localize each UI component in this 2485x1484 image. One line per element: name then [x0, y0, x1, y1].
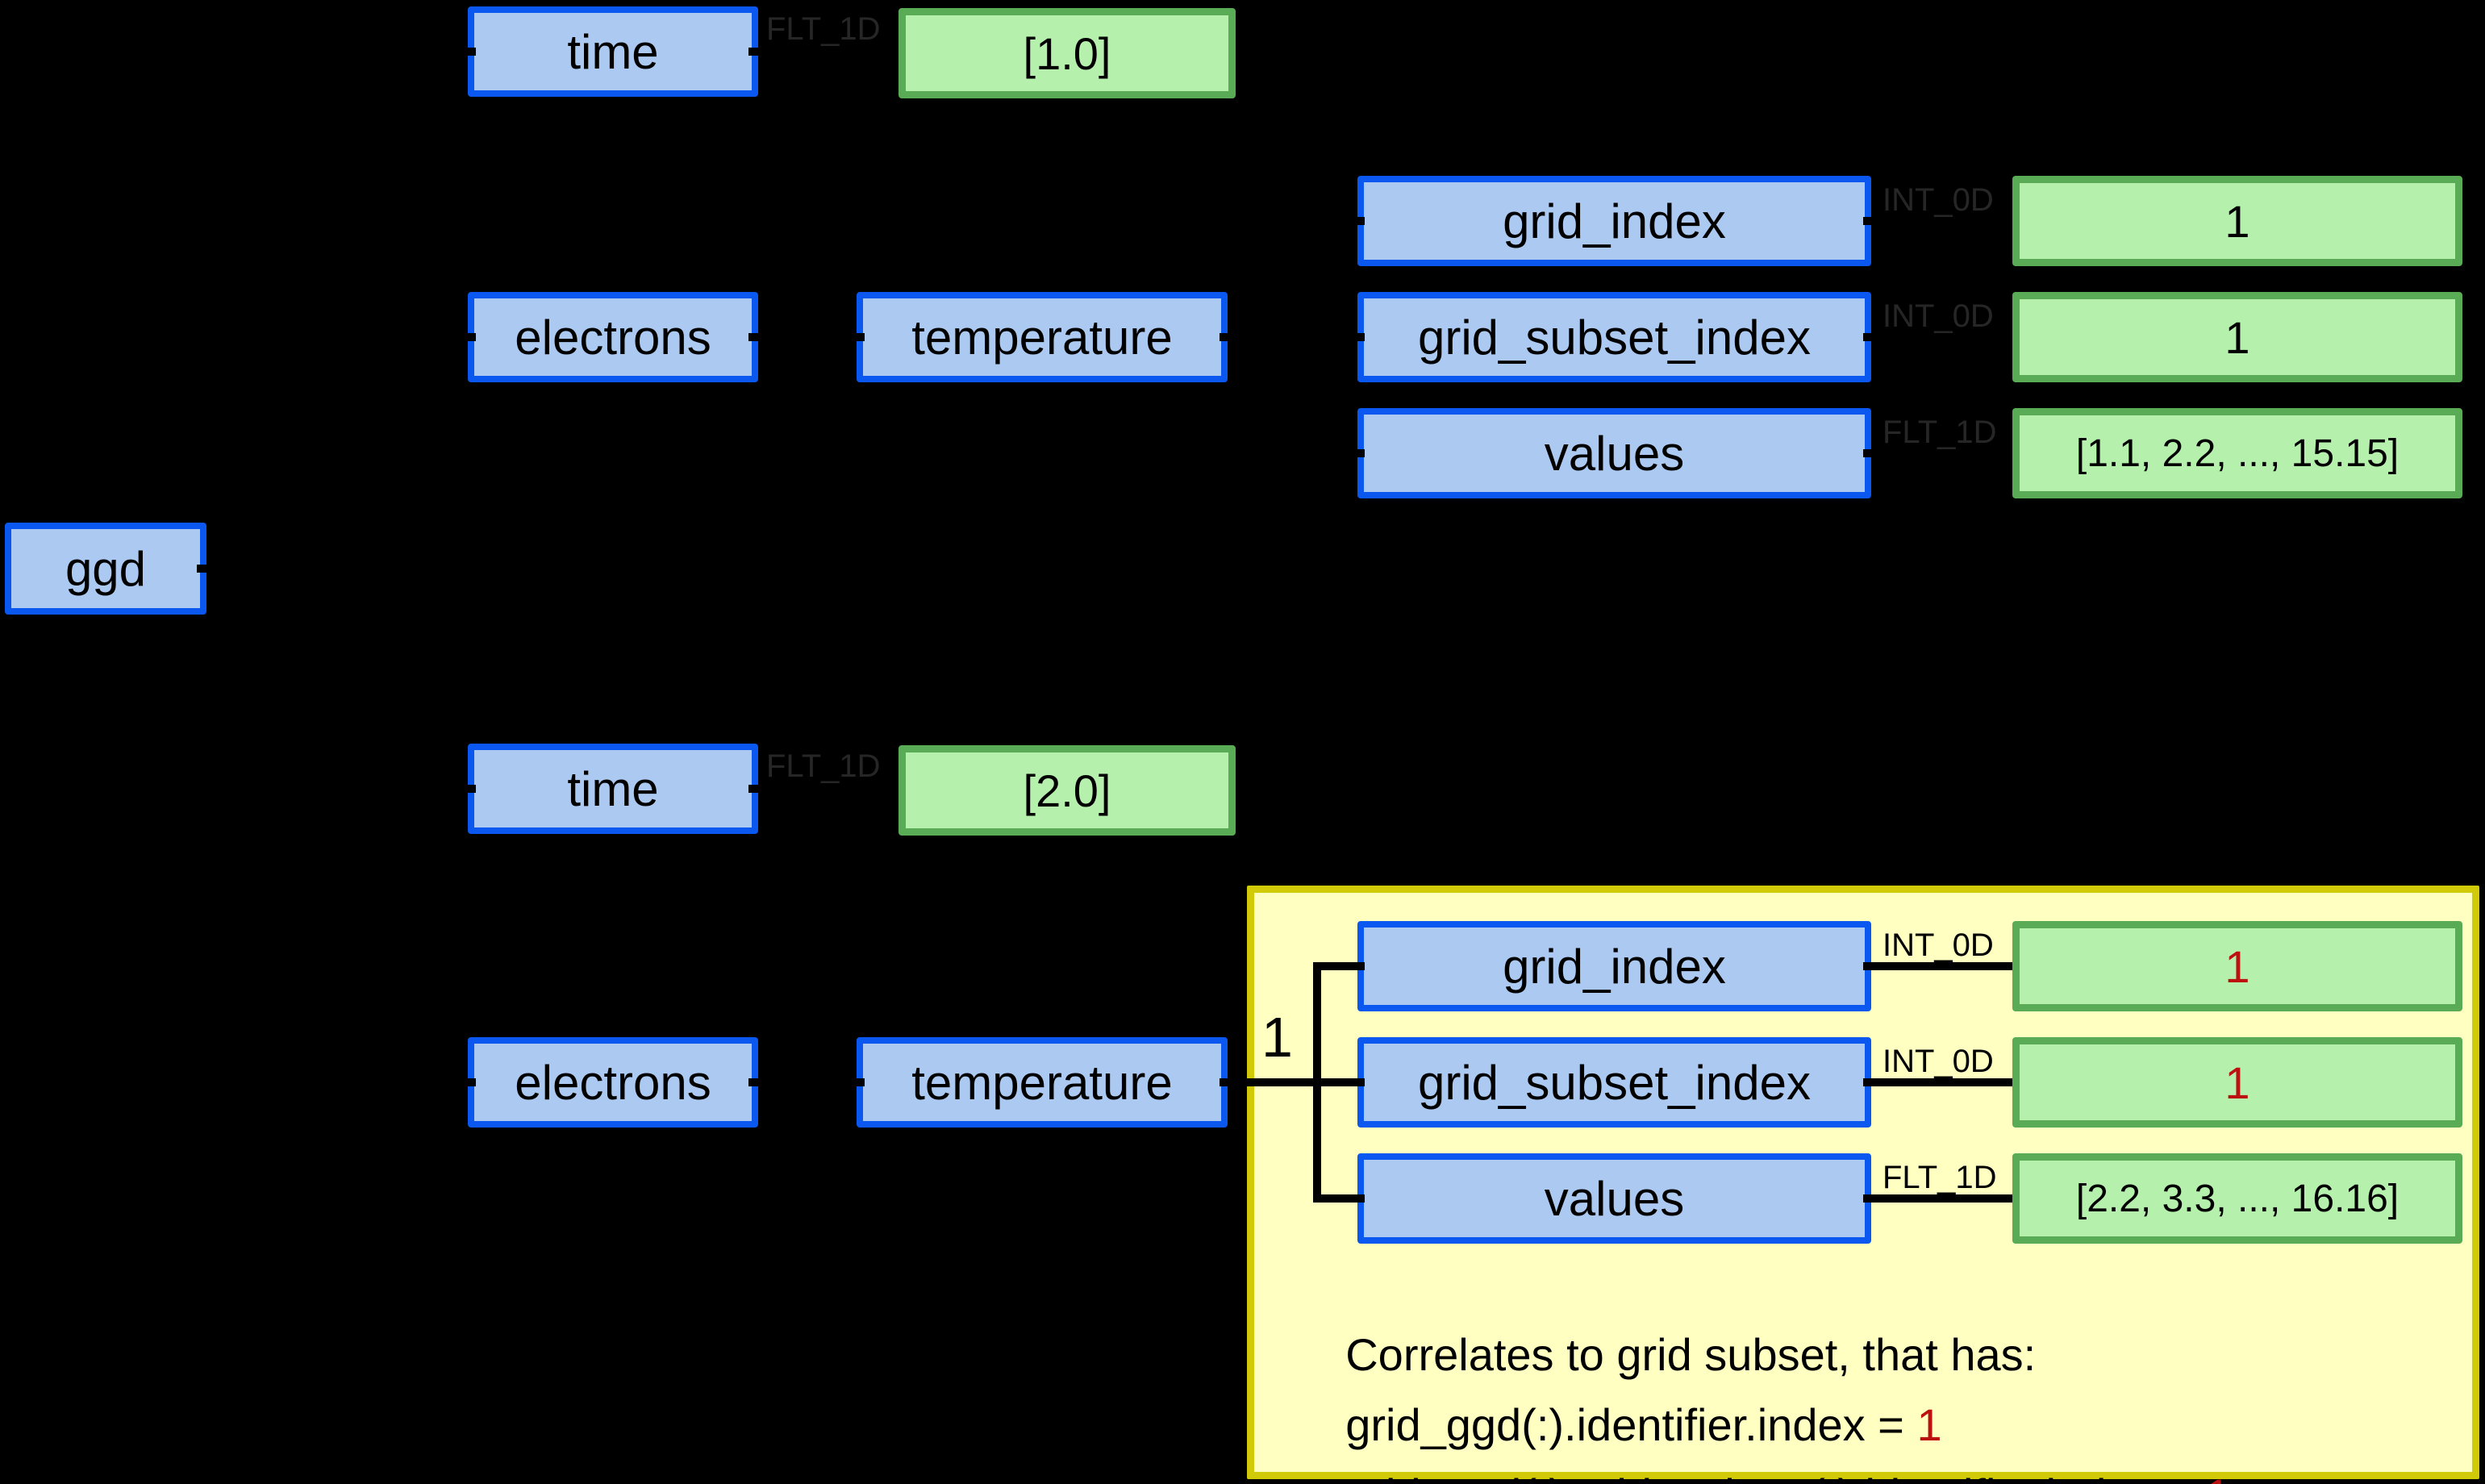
connector-g2-vert — [415, 785, 423, 1086]
note-line-2-text: grid_ggd(:).identifier.index = — [1345, 1399, 1917, 1450]
connector-g2-branch-vert — [1313, 962, 1321, 1203]
connector-g1-branch-vert — [1313, 217, 1321, 457]
note-line-3-value: 1 — [2205, 1469, 2230, 1484]
connector-g2-row1-val — [1863, 962, 2012, 970]
value-time-1: [1.0] — [899, 8, 1236, 98]
node-time-1: time — [468, 6, 758, 97]
value-time-2: [2.0] — [899, 745, 1236, 836]
connector-g2-row3-val — [1863, 1194, 2012, 1203]
node-temperature-2: temperature — [857, 1037, 1228, 1128]
node-electrons-2: electrons — [468, 1037, 758, 1128]
node-electrons-1: electrons — [468, 292, 758, 382]
connector-g1-row3-val — [1863, 449, 2012, 457]
dtype-label-time-1: FLT_1D — [766, 11, 881, 47]
dtype-label-values-2: FLT_1D — [1883, 1160, 1997, 1195]
connector-g1-branch-top — [1313, 217, 1365, 225]
note-line-3-text: grid_ggd(:).grid_subset(:).identifier.in… — [1345, 1469, 2205, 1484]
connector-g1-vert — [415, 48, 423, 341]
node-grid-subset-index-2: grid_subset_index — [1357, 1037, 1871, 1128]
dtype-label-grid-index-1: INT_0D — [1883, 182, 1994, 218]
connector-ggd-stub — [197, 565, 266, 573]
connector-g2-branch-bot — [1313, 1194, 1365, 1203]
note-line-2: grid_ggd(:).identifier.index = 1 — [1295, 1346, 1942, 1484]
connector-g2-time-val — [748, 785, 899, 793]
node-grid-index-2: grid_index — [1357, 921, 1871, 1011]
note-line-1-text: Correlates to grid subset, that has: — [1345, 1329, 2037, 1380]
connector-g2-elec-stub — [261, 1078, 476, 1086]
value-values-1: [1.1, 2.2, ..., 15.15] — [2012, 408, 2462, 498]
note-line-1: Correlates to grid subset, that has: — [1295, 1276, 2036, 1433]
value-grid-index-2: 1 — [2012, 921, 2462, 1011]
node-grid-index-1: grid_index — [1357, 176, 1871, 266]
dtype-label-time-2: FLT_1D — [766, 748, 881, 784]
connector-g1-branch-bot — [1313, 449, 1365, 457]
node-grid-subset-index-1: grid_subset_index — [1357, 292, 1871, 382]
connector-g2-time-stub — [415, 785, 476, 793]
node-time-2: time — [468, 744, 758, 834]
connector-g1-time-stub — [415, 48, 476, 56]
note-line-3: grid_ggd(:).grid_subset(:).identifier.in… — [1295, 1416, 2230, 1484]
connector-trunk — [261, 333, 269, 1086]
node-temperature-1: temperature — [857, 292, 1228, 382]
connector-g2-row2-val — [1863, 1078, 2012, 1086]
connector-g1-elec-temp — [748, 333, 865, 341]
node-values-1: values — [1357, 408, 1871, 498]
value-grid-subset-index-1: 1 — [2012, 292, 2462, 382]
connector-g2-branch-top — [1313, 962, 1365, 970]
dtype-label-values-1: FLT_1D — [1883, 415, 1997, 450]
node-ggd: ggd — [5, 523, 206, 615]
node-values-2: values — [1357, 1153, 1871, 1244]
dtype-label-grid-subset-index-1: INT_0D — [1883, 298, 1994, 334]
dtype-label-grid-index-2: INT_0D — [1883, 928, 1994, 963]
connector-g1-temp-out — [1220, 333, 1365, 341]
value-values-2: [2.2, 3.3, ..., 16.16] — [2012, 1153, 2462, 1244]
array-index-label: 1 — [1261, 1006, 1293, 1069]
connector-g1-row2-val — [1863, 333, 2012, 341]
connector-g1-time-val — [748, 48, 899, 56]
dtype-label-grid-subset-index-2: INT_0D — [1883, 1044, 1994, 1079]
value-grid-index-1: 1 — [2012, 176, 2462, 266]
connector-g1-elec-stub — [261, 333, 476, 341]
connector-g1-row1-val — [1863, 217, 2012, 225]
connector-g2-elec-temp — [748, 1078, 865, 1086]
connector-g2-temp-out — [1220, 1078, 1365, 1086]
value-grid-subset-index-2: 1 — [2012, 1037, 2462, 1128]
note-line-2-value: 1 — [1916, 1399, 1942, 1450]
